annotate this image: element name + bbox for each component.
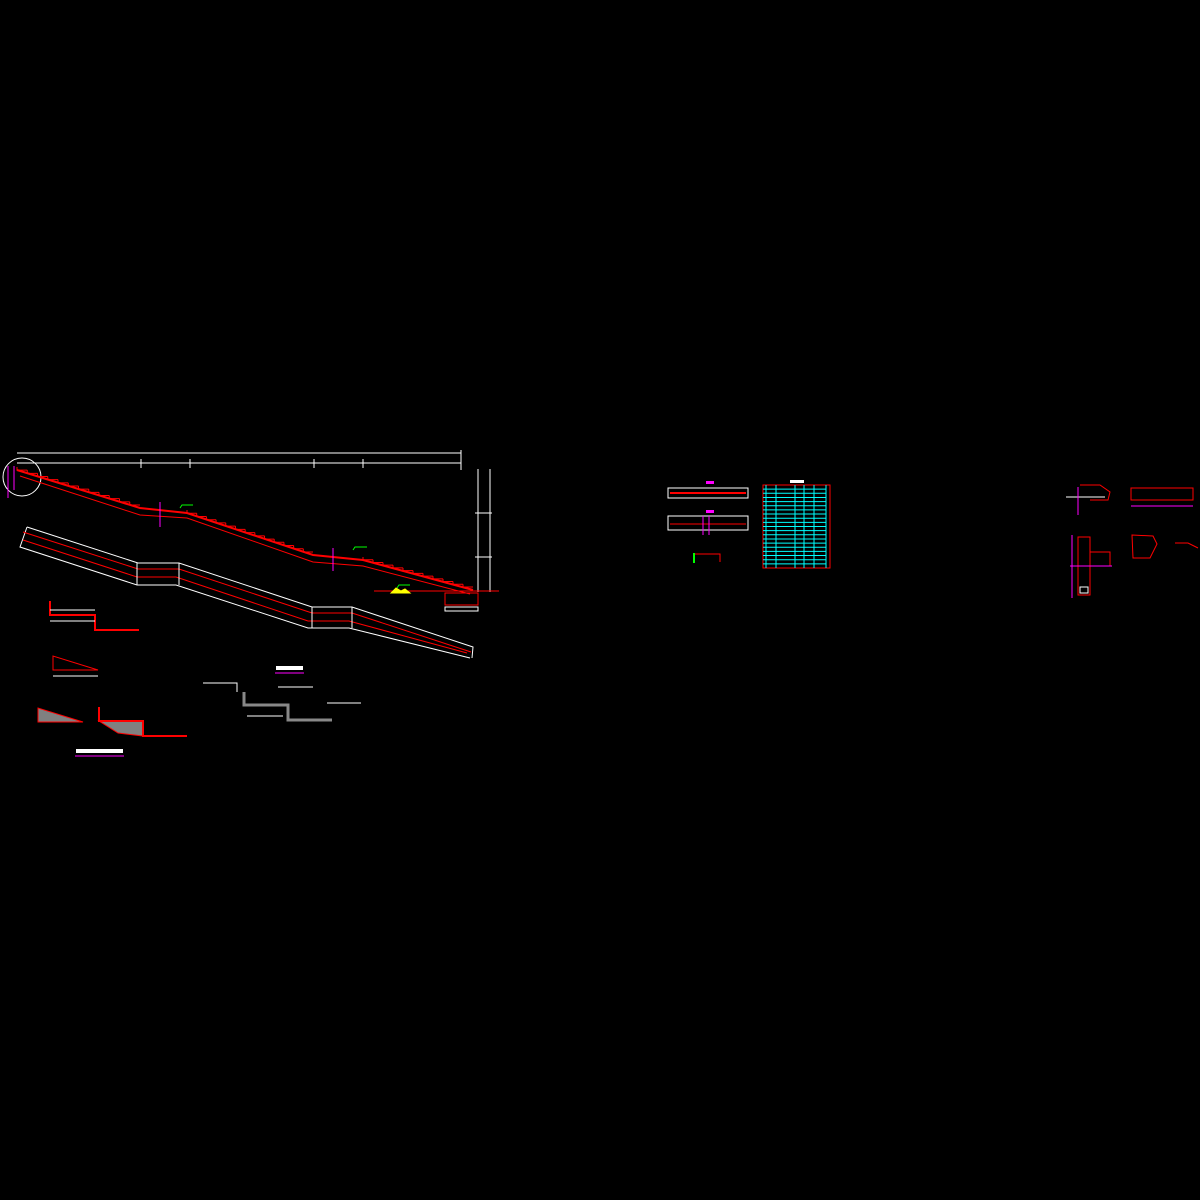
title-block xyxy=(276,666,303,670)
stair-step xyxy=(293,545,304,550)
ground-hatch xyxy=(389,587,412,594)
stair-step xyxy=(108,495,120,500)
stair-step xyxy=(234,526,246,530)
stair-step xyxy=(452,581,463,585)
rebar-schedule-table xyxy=(762,480,831,569)
right-dimension-line xyxy=(475,469,492,592)
stair-step xyxy=(254,532,265,537)
stair-slab-drawing xyxy=(19,526,474,659)
stair-step xyxy=(264,535,275,540)
stair-step xyxy=(26,470,38,474)
steps xyxy=(16,467,473,588)
stair-step xyxy=(273,539,284,543)
stair-step xyxy=(119,498,130,503)
stair-step xyxy=(88,489,99,493)
beam-title xyxy=(706,481,714,484)
elevation-marks xyxy=(179,504,410,589)
stair-step xyxy=(244,529,255,534)
stair-step xyxy=(402,567,413,572)
stair-step xyxy=(186,510,197,514)
stair-step xyxy=(362,557,373,561)
stair-step xyxy=(37,473,48,477)
stair-step xyxy=(67,482,79,487)
stair-step xyxy=(283,542,294,547)
stair-step xyxy=(47,476,58,481)
stair-elevation xyxy=(2,450,499,612)
stair-step xyxy=(372,559,383,563)
stair-step xyxy=(225,522,236,527)
stair-step xyxy=(196,513,207,517)
stair-step xyxy=(422,573,433,577)
beam-details xyxy=(667,481,749,563)
stair-step xyxy=(392,565,403,569)
stair-step xyxy=(16,467,28,471)
stair-step xyxy=(205,516,217,521)
stair-step xyxy=(215,519,226,524)
stair-step xyxy=(78,486,89,490)
stair-step xyxy=(432,576,443,580)
detail-drawings xyxy=(37,601,361,757)
stair-step xyxy=(302,548,313,553)
stair-step xyxy=(57,479,69,484)
stair-step xyxy=(462,584,473,588)
foundation xyxy=(444,592,479,606)
section-marks xyxy=(7,466,334,571)
beam-title xyxy=(706,510,714,513)
stair-step xyxy=(382,562,393,566)
stair-step xyxy=(129,501,140,506)
hatched-wedge xyxy=(97,720,144,737)
table-title xyxy=(790,480,804,483)
stair-step xyxy=(412,570,423,574)
foundation-dim xyxy=(444,606,479,612)
hatched-wedge xyxy=(37,707,84,723)
stair-step xyxy=(442,578,453,583)
title-block xyxy=(76,749,123,753)
joint-details xyxy=(1066,484,1199,598)
stair-step xyxy=(98,492,110,496)
top-dimension-lines xyxy=(17,450,462,470)
